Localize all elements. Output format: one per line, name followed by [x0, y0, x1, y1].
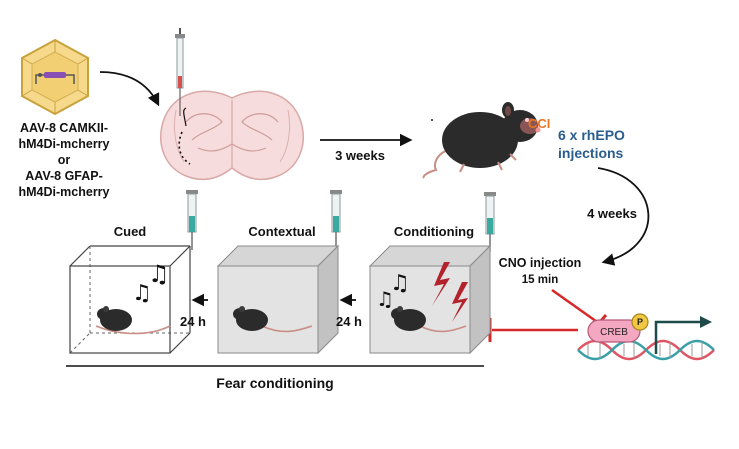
- brain-syringe-icon: [175, 28, 185, 116]
- svg-text:♫: ♫: [376, 287, 394, 311]
- syringe-icon-cued: [186, 190, 198, 250]
- music-notes-icon-cued: ♫ ♫: [132, 260, 170, 306]
- virus-to-brain-arrow: [99, 71, 160, 107]
- syringe-icon-contextual: [330, 190, 342, 250]
- transcription-arrowhead: [700, 316, 712, 328]
- mouse-icon-contextual: [233, 306, 313, 333]
- contextual-title: Contextual: [248, 224, 315, 239]
- phospho-label: P: [637, 317, 643, 327]
- delay-label-2: 24 h: [336, 314, 362, 329]
- vector-label-or: or: [58, 153, 71, 167]
- four-weeks-label: 4 weeks: [587, 206, 637, 221]
- creb-protein-icon: [587, 313, 649, 343]
- creb-label: CREB: [600, 327, 628, 338]
- drug-label-line-1: 6 x rhEPO: [558, 127, 625, 143]
- three-weeks-label: 3 weeks: [335, 148, 385, 163]
- cued-box: [69, 245, 191, 354]
- fear-conditioning-label: Fear conditioning: [216, 375, 333, 391]
- conditioning-title: Conditioning: [394, 224, 474, 239]
- treated-mouse-icon: [422, 102, 541, 179]
- cno-timing-label: 15 min: [522, 274, 558, 286]
- injury-label: CCI: [528, 116, 550, 131]
- delay-label-1: 24 h: [180, 314, 206, 329]
- conditioning-box: [368, 244, 492, 355]
- cno-label: CNO injection: [499, 256, 582, 270]
- dna-helix-icon: [577, 339, 715, 361]
- vector-label-line-4: hM4Di-mcherry: [19, 185, 110, 199]
- music-notes-icon-conditioning: ♫ ♫: [376, 271, 410, 311]
- contextual-box: [216, 244, 340, 355]
- aav-virus-icon: [21, 38, 89, 116]
- syringe-icon-conditioning: [484, 192, 496, 252]
- vector-label-line-2: hM4Di-mcherry: [19, 137, 110, 151]
- shock-icon: [432, 262, 468, 322]
- vector-label-line-3: AAV-8 GFAP-: [25, 169, 103, 183]
- svg-text:♫: ♫: [132, 281, 152, 306]
- cno-inhibition-line: [551, 288, 601, 326]
- mouse-icon-cued: [95, 306, 171, 335]
- four-weeks-arrow: [597, 167, 650, 266]
- svg-text:♫: ♫: [148, 260, 170, 288]
- transcription-arrow: [654, 320, 700, 354]
- mouse-icon-conditioning: [391, 306, 467, 333]
- drug-label-line-2: injections: [558, 145, 624, 161]
- cued-title: Cued: [114, 224, 147, 239]
- dot-mark: [431, 119, 433, 121]
- brain-section-icon: [160, 90, 304, 180]
- vector-label-line-1: AAV-8 CAMKII-: [20, 121, 108, 135]
- svg-text:♫: ♫: [390, 271, 410, 296]
